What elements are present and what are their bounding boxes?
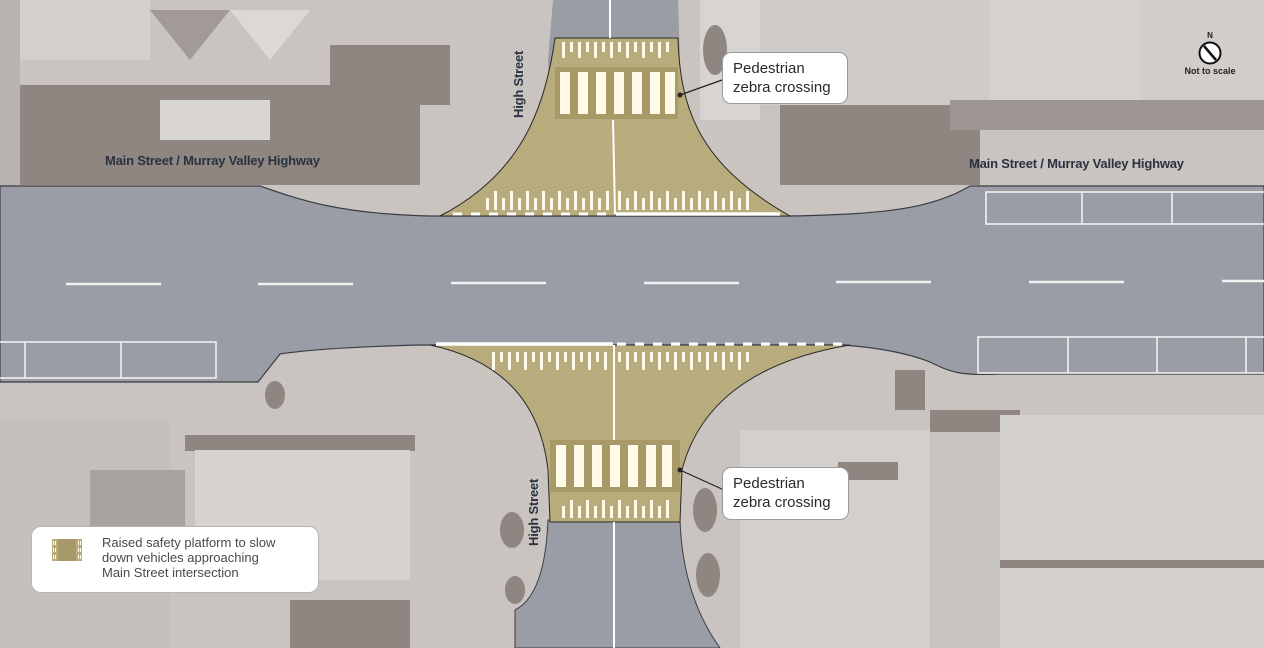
callout-south-zebra-crossing: Pedestrian zebra crossing (722, 467, 849, 520)
parking-bays (0, 191, 1264, 379)
street-label-high-south: High Street (526, 478, 541, 546)
callout-text: zebra crossing (733, 79, 831, 96)
raised-platform-swatch-icon (52, 539, 82, 561)
legend-description: Raised safety platform to slow down vehi… (102, 535, 275, 580)
main-street-centreline (66, 279, 1264, 286)
hold-lines (436, 212, 850, 346)
south-zebra-stripes (556, 445, 672, 487)
platform-ramp-markings (486, 42, 749, 518)
callout-north-zebra-crossing: Pedestrian zebra crossing (722, 52, 848, 104)
high-street-south-road (514, 519, 721, 648)
north-zebra-stripes (560, 72, 675, 114)
street-label-high-north: High Street (511, 50, 526, 118)
legend-line: Main Street intersection (102, 565, 239, 580)
legend-line: down vehicles approaching (102, 550, 259, 565)
map-legend: Raised safety platform to slow down vehi… (31, 526, 319, 593)
not-to-scale-label: Not to scale (1184, 66, 1236, 76)
callout-text: Pedestrian (733, 60, 805, 77)
street-label-main-west: Main Street / Murray Valley Highway (105, 153, 320, 168)
north-arrow: N Not to scale (1178, 31, 1242, 77)
south-raised-platform (429, 344, 851, 523)
legend-line: Raised safety platform to slow (102, 535, 276, 550)
callout-leaders (677, 79, 725, 491)
north-letter: N (1207, 31, 1213, 40)
north-arrow-icon (1198, 41, 1222, 65)
main-street-road (0, 185, 1264, 383)
callout-text: Pedestrian (733, 475, 805, 492)
street-label-main-east: Main Street / Murray Valley Highway (969, 156, 1184, 171)
callout-text: zebra crossing (733, 494, 831, 511)
